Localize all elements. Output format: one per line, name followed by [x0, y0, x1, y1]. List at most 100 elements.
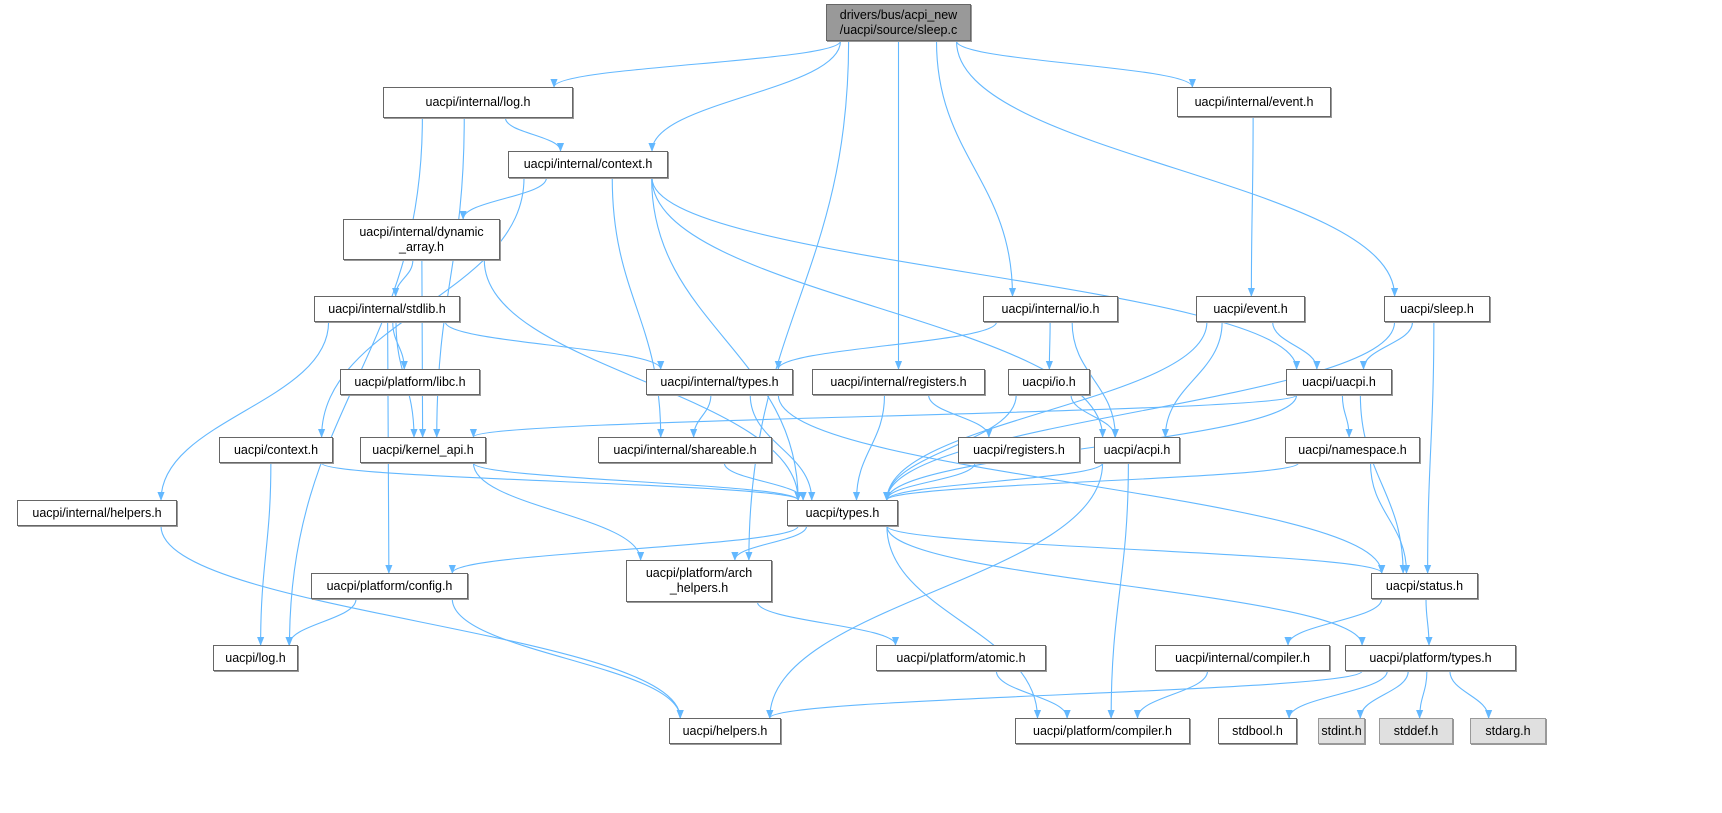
edge-int_helpers-to-helpers [160, 525, 684, 719]
edge-plat_types-to-helpers [766, 670, 1363, 719]
edge-io-to-types [883, 394, 1017, 501]
node-helpers[interactable]: uacpi/helpers.h [669, 718, 781, 744]
edge-status-to-int_compiler [1284, 598, 1383, 646]
edge-sleep_h-to-status [1424, 321, 1435, 574]
edge-types-to-plat_arch [731, 525, 808, 561]
edge-uacpi-to-status [1359, 394, 1407, 574]
node-int-context[interactable]: uacpi/internal/context.h [508, 151, 668, 178]
edge-acpi-to-plat_compiler [1107, 462, 1129, 719]
node-sleep-h[interactable]: uacpi/sleep.h [1384, 296, 1490, 322]
edge-acpi-to-types [883, 462, 1104, 501]
node-uacpi[interactable]: uacpi/uacpi.h [1286, 369, 1392, 395]
edge-sleep_c-to-int_log [550, 40, 842, 88]
node-stdbool[interactable]: stdbool.h [1218, 718, 1297, 744]
edge-context-to-types [321, 462, 802, 501]
edge-status-to-plat_types [1425, 598, 1433, 646]
edge-int_context-to-uacpi [651, 177, 1301, 370]
node-kernel-api[interactable]: uacpi/kernel_api.h [360, 437, 486, 463]
node-sleep-c[interactable]: drivers/bus/acpi_new /uacpi/source/sleep… [826, 4, 971, 41]
edge-int_compiler-to-plat_compiler [1133, 670, 1209, 719]
node-int-dynarr[interactable]: uacpi/internal/dynamic _array.h [343, 219, 500, 260]
edge-sleep_c-to-int_event [955, 40, 1196, 88]
edge-sleep_h-to-types [883, 321, 1396, 501]
node-int-helpers[interactable]: uacpi/internal/helpers.h [17, 500, 177, 526]
edge-types-to-plat_compiler [886, 525, 1042, 719]
edge-kernel_api-to-types [472, 462, 802, 501]
node-io[interactable]: uacpi/io.h [1008, 369, 1090, 395]
edge-int_context-to-types [651, 177, 802, 501]
edge-int_io-to-acpi [1071, 321, 1119, 438]
node-int-shareable[interactable]: uacpi/internal/shareable.h [598, 437, 772, 463]
edge-namespace-to-status [1369, 462, 1411, 574]
edge-plat_types-to-stddef [1416, 670, 1428, 719]
node-plat-types[interactable]: uacpi/platform/types.h [1345, 645, 1516, 671]
node-stddef[interactable]: stddef.h [1379, 718, 1453, 744]
node-int-compiler[interactable]: uacpi/internal/compiler.h [1155, 645, 1330, 671]
node-int-event[interactable]: uacpi/internal/event.h [1177, 87, 1331, 117]
node-acpi[interactable]: uacpi/acpi.h [1094, 437, 1180, 463]
edge-plat_atomic-to-plat_compiler [995, 670, 1071, 719]
node-int-types[interactable]: uacpi/internal/types.h [646, 369, 793, 395]
node-types[interactable]: uacpi/types.h [787, 500, 898, 526]
edge-uacpi-to-kernel_api [470, 394, 1298, 438]
node-int-log[interactable]: uacpi/internal/log.h [383, 87, 573, 118]
edge-int_stdlib-to-int_helpers [157, 321, 330, 501]
edge-int_io-to-int_types [774, 321, 998, 370]
edge-sleep_c-to-int_io [935, 40, 1017, 297]
edge-acpi-to-helpers [766, 462, 1104, 719]
edge-int_registers-to-types [852, 394, 886, 501]
edge-sleep_c-to-sleep_h [955, 40, 1399, 297]
edge-int_dynarr-to-kernel_api [419, 259, 427, 438]
edge-plat_types-to-stdbool [1285, 670, 1388, 719]
edge-sleep_c-to-plat_arch [745, 40, 850, 561]
edge-plat_types-to-stdarg [1449, 670, 1493, 719]
edge-int_types-to-status [777, 394, 1386, 574]
edge-io-to-acpi [1070, 394, 1119, 438]
edge-int_types-to-int_shareable [690, 394, 712, 438]
edge-int_context-to-int_shareable [611, 177, 665, 438]
edge-types-to-status [886, 525, 1386, 574]
edge-int_event-to-event [1247, 116, 1255, 297]
edge-int_types-to-types [749, 394, 816, 501]
node-int-io[interactable]: uacpi/internal/io.h [983, 296, 1118, 322]
node-plat-atomic[interactable]: uacpi/platform/atomic.h [876, 645, 1046, 671]
node-context[interactable]: uacpi/context.h [219, 437, 333, 463]
edge-types-to-plat_config [448, 525, 799, 574]
node-plat-libc[interactable]: uacpi/platform/libc.h [340, 369, 480, 395]
node-event[interactable]: uacpi/event.h [1196, 296, 1305, 322]
edge-plat_config-to-log [285, 598, 357, 646]
edge-uacpi-to-namespace [1341, 394, 1353, 438]
node-plat-arch[interactable]: uacpi/platform/arch _helpers.h [626, 560, 772, 602]
node-plat-compiler[interactable]: uacpi/platform/compiler.h [1015, 718, 1190, 744]
node-int-registers[interactable]: uacpi/internal/registers.h [812, 369, 985, 395]
edge-context-to-log [257, 462, 272, 646]
node-stdint[interactable]: stdint.h [1318, 718, 1365, 744]
node-log[interactable]: uacpi/log.h [213, 645, 298, 671]
edge-plat_config-to-helpers [451, 598, 684, 719]
edge-uacpi-to-types [883, 394, 1298, 501]
edge-kernel_api-to-plat_arch [472, 462, 645, 561]
edge-int_context-to-int_dynarr [459, 177, 547, 220]
edge-event-to-acpi [1161, 321, 1223, 438]
node-registers[interactable]: uacpi/registers.h [958, 437, 1080, 463]
node-plat-config[interactable]: uacpi/platform/config.h [311, 573, 468, 599]
edge-int_registers-to-registers [928, 394, 993, 438]
edge-sleep_h-to-uacpi [1359, 321, 1414, 370]
node-stdarg[interactable]: stdarg.h [1470, 718, 1546, 744]
edge-int_stdlib-to-int_types [444, 321, 665, 370]
edge-plat_types-to-stdint [1356, 670, 1409, 719]
edge-sleep_c-to-int_context [648, 40, 842, 152]
edge-namespace-to-types [883, 462, 1300, 501]
edge-types-to-plat_types [886, 525, 1366, 646]
node-namespace[interactable]: uacpi/namespace.h [1285, 437, 1420, 463]
node-status[interactable]: uacpi/status.h [1371, 573, 1478, 599]
edge-int_io-to-io [1045, 321, 1053, 370]
edge-event-to-uacpi [1272, 321, 1321, 370]
edge-int_stdlib-to-plat_libc [392, 321, 408, 370]
edge-int_dynarr-to-int_stdlib [392, 259, 414, 297]
node-int-stdlib[interactable]: uacpi/internal/stdlib.h [314, 296, 460, 322]
edge-int_dynarr-to-types [483, 259, 802, 501]
edge-int_log-to-int_context [504, 117, 565, 152]
